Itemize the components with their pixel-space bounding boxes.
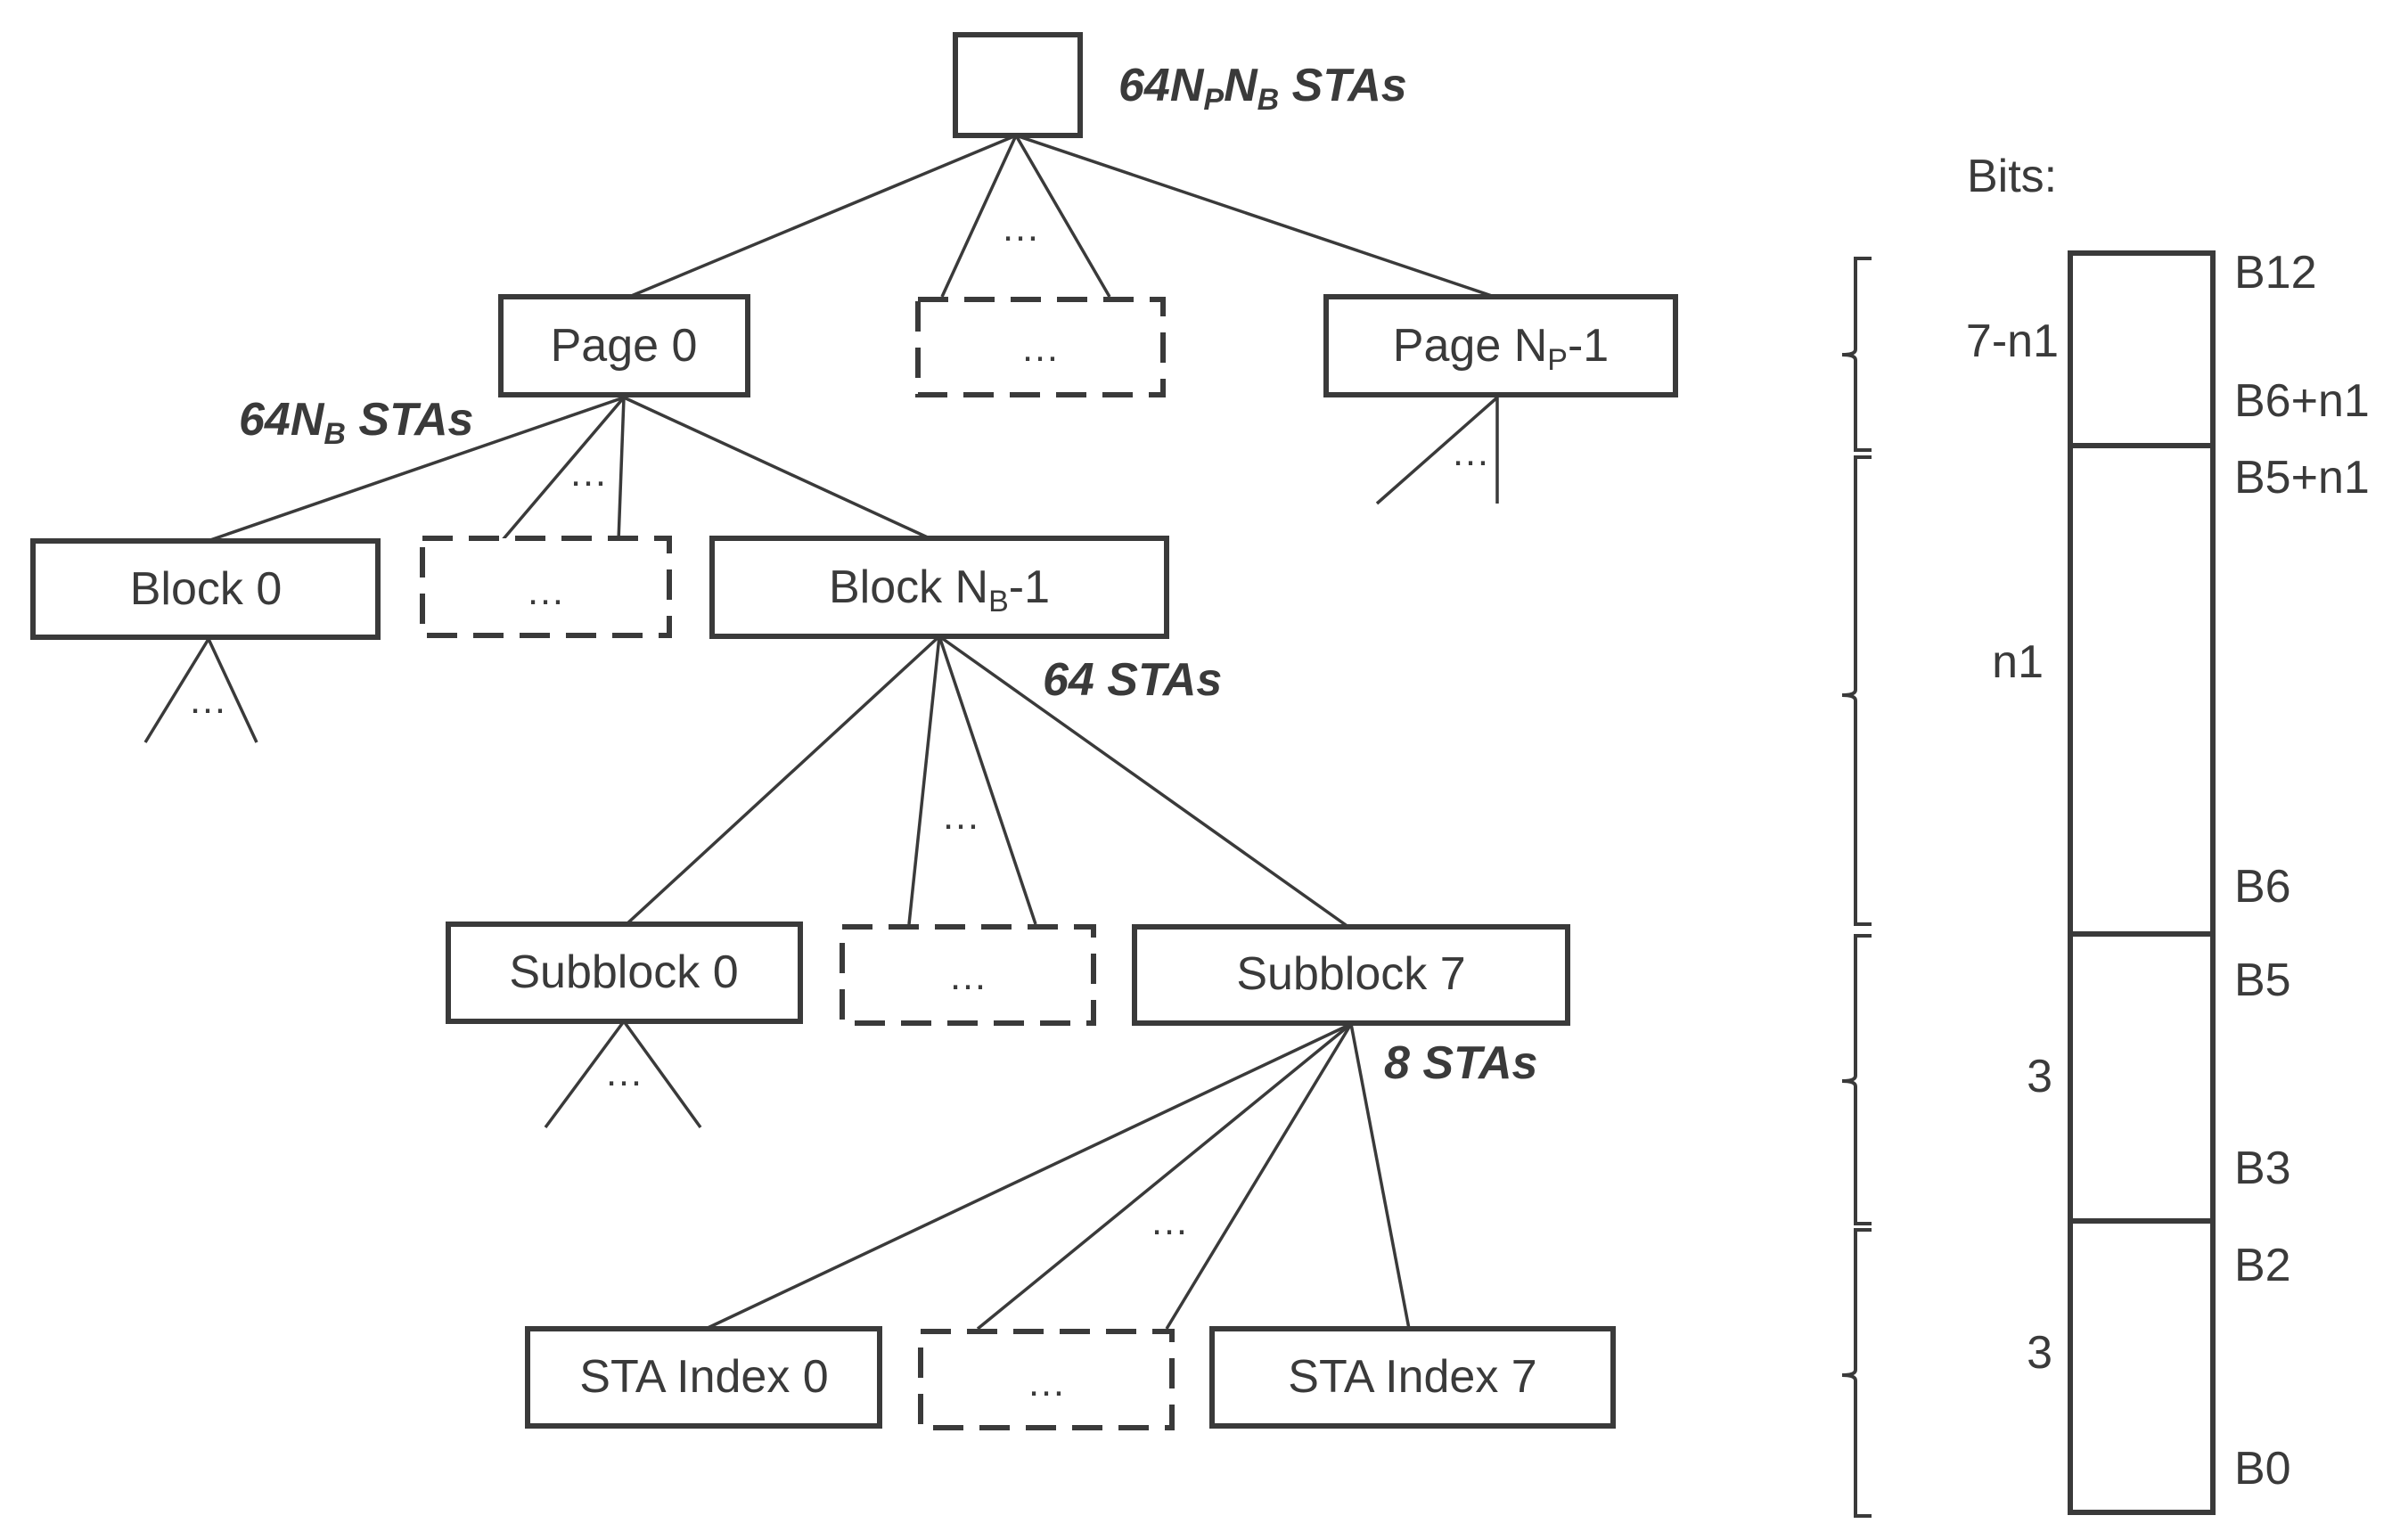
bit-field-0	[2068, 250, 2216, 448]
field-3-width: 3	[2027, 1327, 2052, 1379]
ellipsis-root-edges: …	[1001, 206, 1040, 250]
block-0-node	[30, 538, 381, 640]
ellipsis-subblock0-stub: …	[604, 1051, 643, 1094]
bit-field-2	[2068, 931, 2216, 1224]
ellipsis-blocklast-edges: …	[941, 794, 980, 838]
field-braces	[1841, 257, 1872, 1518]
block-last-node	[709, 536, 1169, 639]
bit-field-1	[2068, 443, 2216, 937]
bits-title: Bits:	[1967, 151, 2057, 202]
field-0-top-bit: B12	[2234, 247, 2317, 299]
field-3-bottom-bit: B0	[2234, 1443, 2291, 1495]
subblock-ellipsis-node	[840, 924, 1096, 1026]
page-0-label: Page 0	[551, 320, 698, 372]
page-0-node	[498, 294, 750, 397]
block-sta-count: 64 STAs	[1043, 654, 1222, 706]
sta-index-0-label: STA Index 0	[579, 1351, 828, 1403]
subblock-0-node	[446, 922, 803, 1024]
page-ellipsis-node	[915, 297, 1166, 397]
page-last-label: Page NP-1	[1393, 320, 1609, 377]
page-sta-count: 64NB STAs	[239, 394, 473, 451]
brace-field-3	[1841, 1228, 1872, 1518]
subblock-ellipsis-label: …	[948, 954, 987, 998]
block-ellipsis-node	[420, 536, 672, 638]
field-1-top-bit: B5+n1	[2234, 452, 2370, 504]
bit-field-3	[2068, 1218, 2216, 1515]
brace-field-2	[1841, 934, 1872, 1225]
subblock-sta-count: 8 STAs	[1384, 1037, 1537, 1089]
field-2-bottom-bit: B3	[2234, 1143, 2291, 1194]
field-1-bottom-bit: B6	[2234, 861, 2291, 913]
subblock-7-label: Subblock 7	[1236, 948, 1465, 1000]
sta-index-0-node	[525, 1326, 882, 1429]
field-2-top-bit: B5	[2234, 954, 2291, 1006]
root-sta-count: 64NPNB STAs	[1118, 60, 1407, 117]
sta-index-ellipsis-label: …	[1027, 1361, 1066, 1405]
page-last-node	[1323, 294, 1678, 397]
subblock-0-label: Subblock 0	[509, 946, 738, 998]
sta-index-7-node	[1209, 1326, 1616, 1429]
sta-index-ellipsis-node	[918, 1329, 1175, 1430]
ellipsis-pagelast-stub: …	[1451, 430, 1490, 474]
page-ellipsis-label: …	[1020, 326, 1060, 370]
tree-edges	[143, 134, 1499, 1331]
field-2-width: 3	[2027, 1051, 2052, 1102]
subblock-7-node	[1132, 924, 1570, 1026]
block-0-label: Block 0	[130, 563, 283, 615]
field-0-bottom-bit: B6+n1	[2234, 375, 2370, 427]
field-0-width: 7-n1	[1966, 315, 2059, 367]
field-3-top-bit: B2	[2234, 1240, 2291, 1291]
field-1-width: n1	[1992, 636, 2044, 688]
block-last-label: Block NB-1	[829, 561, 1050, 618]
root-node	[953, 32, 1083, 138]
ellipsis-page0-edges: …	[569, 451, 608, 495]
brace-field-0	[1841, 257, 1872, 452]
sta-index-7-label: STA Index 7	[1288, 1351, 1536, 1403]
ellipsis-subblock7-edges: …	[1150, 1200, 1189, 1243]
ellipsis-block0-stub: …	[188, 678, 227, 722]
brace-field-1	[1841, 455, 1872, 926]
block-ellipsis-label: …	[526, 569, 565, 613]
